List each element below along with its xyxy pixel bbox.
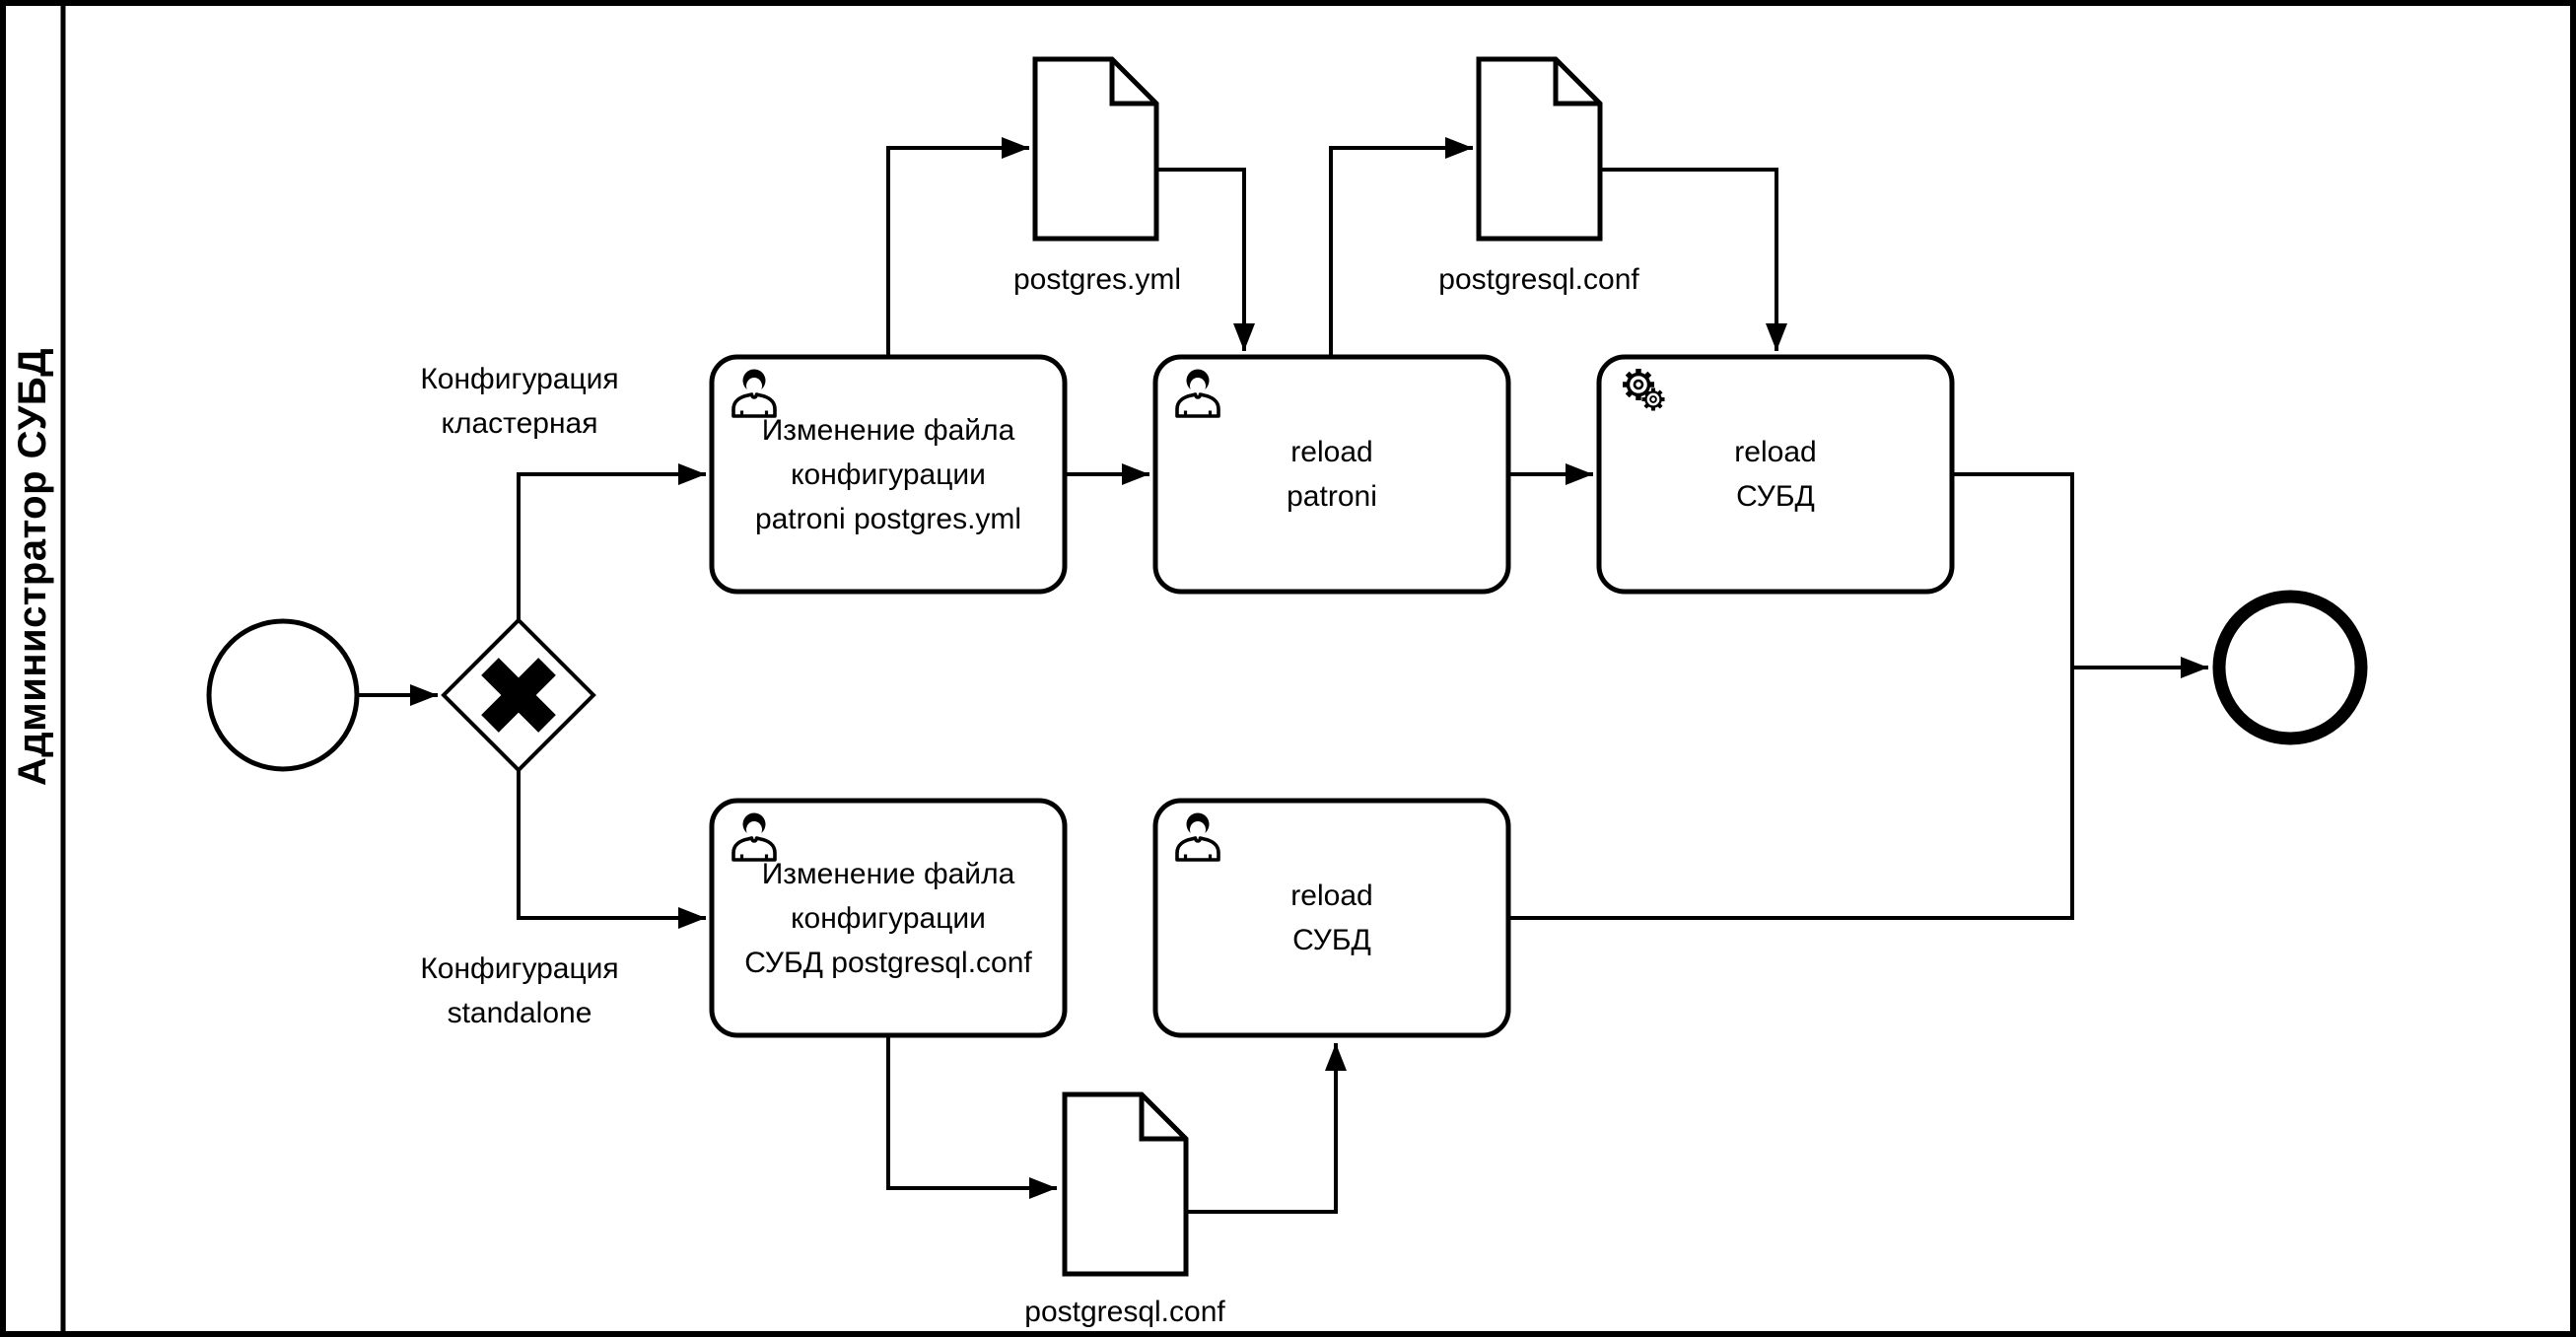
start-event[interactable] — [206, 618, 360, 772]
task-label-line: reload — [1290, 880, 1373, 912]
document-label-postgresql-conf-bottom: postgresql.conf — [947, 1287, 1302, 1336]
document-postgres-yml[interactable] — [1035, 59, 1156, 239]
flow-postgres-yml-to-reload-patroni — [1156, 168, 1255, 351]
task-label-line: Изменение файла — [761, 857, 1015, 890]
task-label-line: конфигурации — [791, 901, 986, 935]
lane-label: Администратор СУБД — [2, 222, 63, 912]
flow-label-line: Конфигурация — [420, 363, 619, 395]
end-event[interactable] — [2212, 590, 2368, 745]
flow-label-cluster-config: Конфигурация кластерная — [372, 347, 667, 456]
document-label-text: postgresql.conf — [1438, 262, 1639, 296]
flow-reload-dbms-cluster-to-merge — [1952, 472, 2074, 668]
document-label-postgresql-conf-top: postgresql.conf — [1361, 254, 1716, 304]
sequence-flows — [357, 137, 2208, 1214]
flow-postgresql-conf-to-reload-dbms — [1600, 168, 1787, 351]
task-label-line: конфигурации — [791, 457, 986, 491]
flow-reload-dbms-standalone-to-merge — [1508, 668, 2074, 920]
task-change-dbms-config[interactable] — [709, 798, 1068, 1038]
task-reload-dbms-standalone[interactable] — [1152, 798, 1511, 1038]
flow-label-line: standalone — [447, 997, 592, 1029]
gateway-x-marker — [481, 658, 556, 733]
task-change-patroni-config[interactable] — [709, 354, 1068, 595]
task-label-line: СУБД — [1736, 480, 1815, 513]
task-label-reload-patroni: reload patroni — [1155, 357, 1508, 592]
document-postgresql-conf-top[interactable] — [1479, 59, 1600, 239]
flow-label-standalone-config: Конфигурация standalone — [372, 937, 667, 1045]
flow-gateway-to-change-patroni-config — [517, 463, 706, 620]
task-label-line: СУБД — [1292, 924, 1371, 956]
task-label-line: Изменение файла — [761, 413, 1015, 447]
document-label-text: postgres.yml — [1012, 262, 1182, 296]
flow-label-line: Конфигурация — [420, 952, 619, 985]
flow-postgresql-conf-doc-to-reload-dbms — [1186, 1043, 1347, 1214]
task-label-line: СУБД postgresql.conf — [744, 946, 1032, 979]
task-label-reload-dbms-standalone: reload СУБД — [1155, 801, 1508, 1035]
task-label-line: reload — [1290, 436, 1373, 468]
document-label-text: postgresql.conf — [1024, 1295, 1225, 1328]
task-label-line: patroni — [1287, 480, 1377, 513]
lane-label-text: Администратор СУБД — [10, 347, 54, 787]
task-label-change-dbms-config: Изменение файла конфигурации СУБД postgr… — [712, 801, 1065, 1035]
flow-reload-patroni-to-postgresql-conf — [1329, 137, 1473, 357]
flow-task4-to-postgresql-conf-doc — [886, 1035, 1057, 1199]
task-label-line: reload — [1734, 436, 1817, 468]
task-reload-dbms-cluster[interactable] — [1596, 354, 1955, 595]
flow-gateway-to-change-dbms-config — [517, 770, 706, 929]
document-postgresql-conf-bottom[interactable] — [1065, 1094, 1186, 1274]
task-label-change-patroni-config: Изменение файла конфигурации patroni pos… — [712, 357, 1065, 592]
flow-label-line: кластерная — [441, 407, 598, 440]
task-label-line: patroni postgres.yml — [754, 502, 1022, 535]
task-reload-patroni[interactable] — [1152, 354, 1511, 595]
document-label-postgres-yml: postgres.yml — [920, 254, 1275, 304]
task-label-reload-dbms-cluster: reload СУБД — [1599, 357, 1952, 592]
flow-task1-to-postgres-yml — [886, 137, 1029, 357]
